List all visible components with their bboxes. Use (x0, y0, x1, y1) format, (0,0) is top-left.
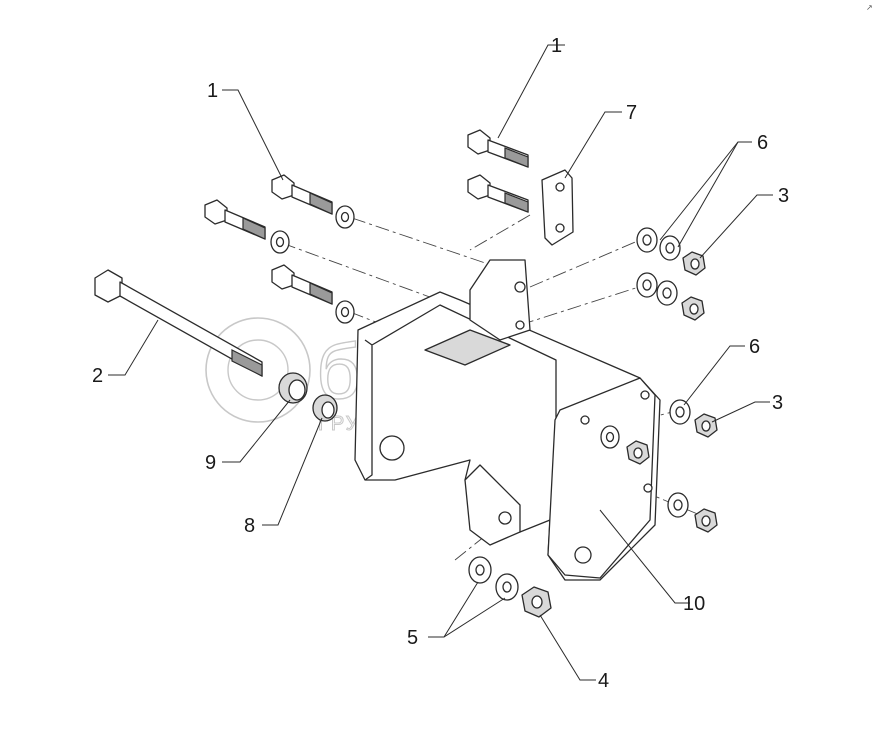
callout-6-upper: 6 (757, 132, 768, 154)
part-7-plate (541, 169, 574, 246)
callout-5: 5 (407, 627, 418, 649)
callout-1-upper: 1 (551, 35, 562, 57)
part-9-bushing (278, 372, 308, 404)
part-3-nuts-upper (681, 251, 706, 321)
callout-labels: 1 1 2 7 6 3 6 3 9 8 10 5 4 (92, 35, 789, 692)
part-4-nut-bottom (521, 586, 552, 618)
callout-3-upper: 3 (778, 185, 789, 207)
bolt-1-left-c (271, 264, 355, 324)
bolt-1-upper-b (467, 174, 529, 213)
callout-1-left: 1 (207, 80, 218, 102)
bolt-1-left-a (271, 174, 355, 229)
part-3-nut-mid (626, 413, 718, 533)
callout-7: 7 (626, 102, 637, 124)
bolt-1-left-b (204, 199, 290, 254)
part-6-washer-mid (600, 399, 691, 518)
callout-9: 9 (205, 452, 216, 474)
callout-6-mid: 6 (749, 336, 760, 358)
watermark-logo-ring (205, 317, 311, 423)
part-8-bushing (312, 394, 338, 422)
part-5-washers-bottom (468, 556, 519, 601)
part-1-bolts (204, 129, 529, 324)
leader-lines (108, 44, 773, 681)
part-10-bracket (354, 259, 661, 581)
part-6-washers-upper (636, 227, 681, 306)
part-2-long-bolt (94, 269, 263, 377)
callout-2: 2 (92, 365, 103, 387)
callout-10: 10 (683, 593, 705, 615)
bolt-1-upper-a (467, 129, 529, 168)
callout-8: 8 (244, 515, 255, 537)
callout-3-mid: 3 (772, 392, 783, 414)
corner-mark: ↗ (866, 3, 873, 12)
watermark-logo-inner (227, 339, 289, 401)
callout-4: 4 (598, 670, 609, 692)
